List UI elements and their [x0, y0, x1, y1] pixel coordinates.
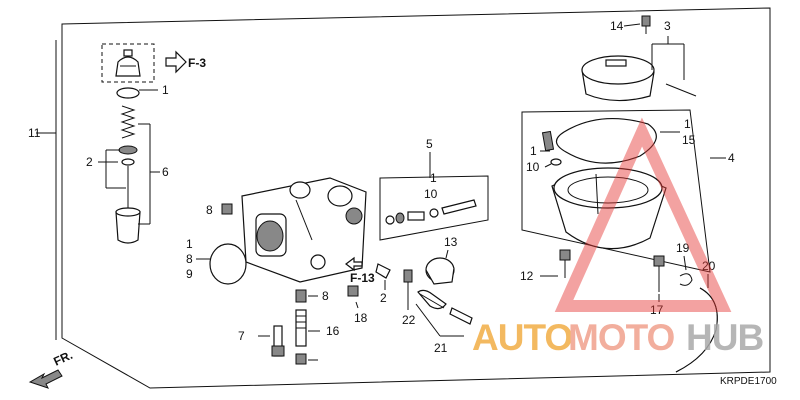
screw-part-18a: [559, 249, 571, 278]
bowl-gasket-part: [555, 117, 657, 164]
watermark-hub: HUB: [686, 317, 763, 358]
callout-12: 2: [380, 291, 387, 305]
watermark-logo: AUTO MOTO HUB: [472, 117, 764, 358]
screw-part-8: [221, 203, 233, 215]
o-ring-part: [116, 87, 140, 99]
screw-part-18b: [653, 255, 665, 292]
watermark-auto: AUTO: [472, 317, 572, 358]
callout-8: 8: [186, 252, 193, 266]
pilot-screw-set: [385, 199, 477, 225]
callout-8: 18: [354, 311, 368, 325]
float-bowl-part: [551, 167, 667, 250]
reference-arrow-icon: [345, 256, 363, 272]
callout-17: 22: [402, 313, 416, 327]
callout-1: 1: [530, 144, 537, 158]
pilot-screw-box: [379, 175, 489, 241]
spring-part: [120, 105, 136, 139]
needle-clip-part: [118, 145, 138, 212]
watermark-moto: MOTO: [568, 317, 675, 358]
ref-f3: F-3: [188, 56, 206, 70]
callout-3: 3: [664, 19, 671, 33]
screw-part-21: [295, 353, 307, 365]
callout-13: 13: [444, 235, 458, 249]
callout-22: 7: [238, 329, 245, 343]
screw-part-14: [641, 15, 651, 34]
pilot-jet-part: [665, 83, 697, 97]
float-part: [425, 257, 455, 285]
choke-plunger-part-7: [417, 289, 473, 325]
slow-jet-part-22: [271, 325, 285, 357]
callout-16: 16: [326, 324, 340, 338]
callout-2: 2: [86, 155, 93, 169]
throttle-slide-part: [115, 207, 141, 244]
screw-part-8b: [347, 285, 359, 297]
callout-15: 15: [682, 133, 696, 147]
body-o-ring-part: [209, 243, 247, 285]
main-jet-part-2: [295, 289, 307, 303]
needle-jet-part-17: [403, 269, 413, 310]
callout-7: 21: [434, 341, 448, 355]
float-pin-part-12: [375, 263, 391, 279]
callout-14: 14: [610, 19, 624, 33]
callout-8: 8: [206, 203, 213, 217]
watermark-triangle-icon: [554, 117, 732, 312]
callout-1: 1: [162, 83, 169, 97]
carburetor-body-part: [241, 177, 367, 283]
callout-19: 19: [676, 241, 690, 255]
ref-f13: F-13: [350, 271, 375, 285]
callout-1: 1: [430, 171, 437, 185]
callout-4: 4: [728, 151, 735, 165]
callout-10: 10: [526, 160, 540, 174]
callout-20: 20: [702, 259, 716, 273]
front-direction-label: FR.: [51, 348, 74, 369]
clip-part-19: [679, 273, 693, 286]
callout-18: 12: [520, 269, 534, 283]
callout-1: 1: [684, 117, 691, 131]
callout-9: 9: [186, 267, 193, 281]
callout-11: 11: [28, 126, 41, 140]
carb-top-cover-part: [581, 55, 655, 102]
callout-1: 1: [186, 237, 193, 251]
drain-screw-part: [541, 130, 555, 152]
overflow-tube-part-20: [675, 287, 718, 373]
top-cap-part: [115, 49, 141, 77]
diagram-code: KRPDE1700: [720, 376, 777, 387]
callout-5: 5: [426, 137, 433, 151]
front-direction-arrow-icon: [28, 369, 63, 389]
top-cap-dashed-box: [101, 43, 155, 83]
diagram-frame: [61, 7, 771, 389]
needle-jet-holder-part-16: [295, 309, 307, 347]
callout-18: 17: [650, 303, 664, 317]
callout-6: 6: [162, 165, 169, 179]
reference-arrow-icon: [165, 50, 187, 74]
callout-2: 8: [322, 289, 329, 303]
washer-part: [550, 158, 562, 166]
callout-10: 10: [424, 187, 438, 201]
float-bowl-box: [521, 109, 711, 273]
